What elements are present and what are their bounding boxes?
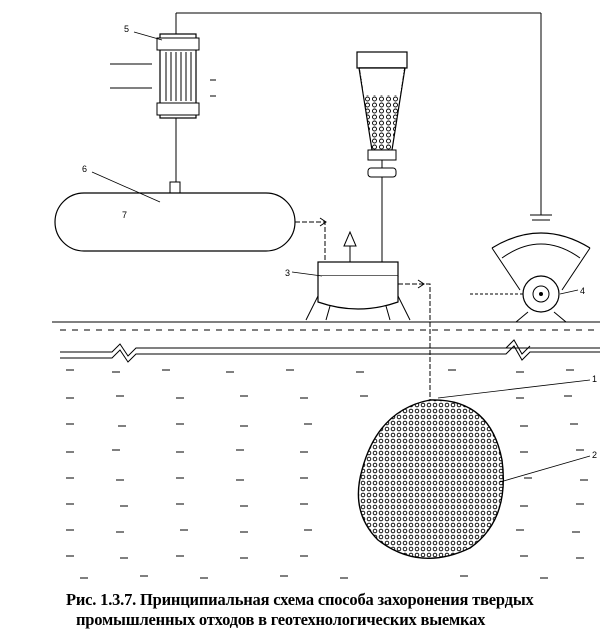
top-pipeline [175,12,552,221]
waste-hopper [356,51,408,262]
mixer-vessel [305,230,431,400]
underground-cavity [357,399,505,559]
filter-unit [110,33,216,182]
figure-caption: Рис. 1.3.7. Принципиальная схема способа… [66,590,606,630]
label-6: 6 [82,164,87,174]
rock-strata [66,369,588,579]
caption-line-2: промышленных отходов в геотехнологически… [76,610,486,629]
storage-tank [54,181,327,262]
caption-line-1: Рис. 1.3.7. Принципиальная схема способа… [66,590,534,609]
label-4: 4 [580,286,585,296]
label-7: 7 [122,210,127,220]
leader-lines [91,31,591,483]
label-3: 3 [285,268,290,278]
label-5: 5 [124,24,129,34]
label-1: 1 [592,374,597,384]
ground-surface [52,321,600,363]
label-2: 2 [592,450,597,460]
pump-unit [470,232,591,323]
